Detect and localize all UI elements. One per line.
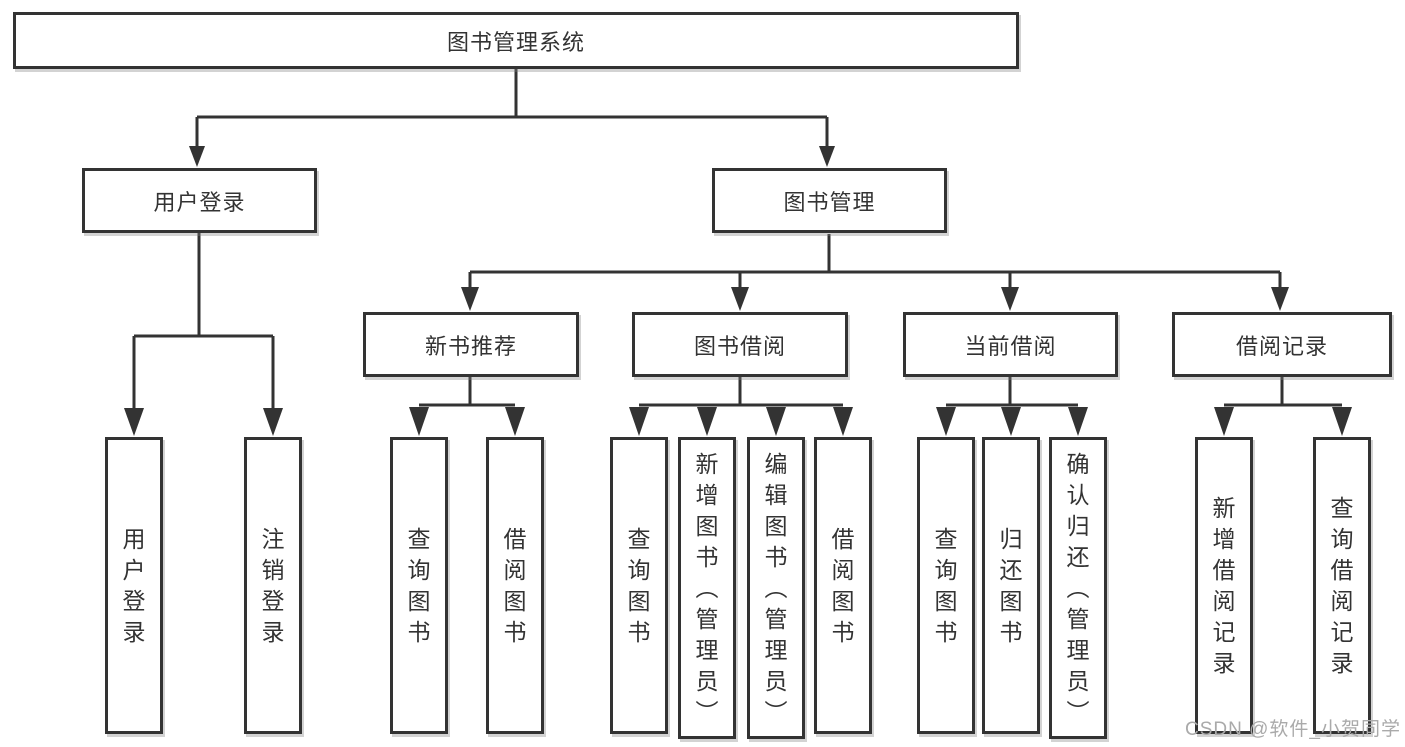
leaf-edit-books-admin: 编 辑 图 书 ︵ 管 理 员 ︶ xyxy=(747,437,805,739)
node-new-book-recommend: 新书推荐 xyxy=(363,312,579,377)
node-user-login: 用户登录 xyxy=(82,168,317,233)
node-book-management: 图书管理 xyxy=(712,168,947,233)
leaf-borrowing-query-books-label: 查 询 图 书 xyxy=(627,525,651,645)
leaf-user-login-label: 用 户 登 录 xyxy=(122,525,146,645)
leaf-edit-books-admin-label: 编 辑 图 书 ︵ 管 理 员 ︶ xyxy=(764,450,788,725)
leaf-recommend-borrow-books-label: 借 阅 图 书 xyxy=(503,525,527,645)
leaf-current-query-books: 查 询 图 书 xyxy=(917,437,975,734)
leaf-return-books-label: 归 还 图 书 xyxy=(999,525,1023,645)
leaf-confirm-return-admin-label: 确 认 归 还 ︵ 管 理 员 ︶ xyxy=(1066,450,1090,725)
connector-current-borrowing-to-leaves xyxy=(936,377,1088,436)
leaf-query-borrow-record: 查 询 借 阅 记 录 xyxy=(1313,437,1371,734)
leaf-borrowing-borrow-books-label: 借 阅 图 书 xyxy=(831,525,855,645)
leaf-recommend-query-books-label: 查 询 图 书 xyxy=(407,525,431,645)
connector-book-borrowing-to-leaves xyxy=(629,377,853,436)
leaf-query-borrow-record-label: 查 询 借 阅 记 录 xyxy=(1330,494,1354,676)
leaf-add-books-admin: 新 增 图 书 ︵ 管 理 员 ︶ xyxy=(678,437,736,739)
leaf-logout: 注 销 登 录 xyxy=(244,437,302,734)
leaf-recommend-query-books: 查 询 图 书 xyxy=(390,437,448,734)
node-library-management-system: 图书管理系统 xyxy=(13,12,1019,69)
leaf-user-login: 用 户 登 录 xyxy=(105,437,163,734)
connector-new-book-recommend-to-leaves xyxy=(409,377,525,436)
leaf-borrowing-borrow-books: 借 阅 图 书 xyxy=(814,437,872,734)
node-book-borrowing: 图书借阅 xyxy=(632,312,848,377)
leaf-return-books: 归 还 图 书 xyxy=(982,437,1040,734)
node-current-borrowing: 当前借阅 xyxy=(903,312,1118,377)
leaf-add-borrow-record-label: 新 增 借 阅 记 录 xyxy=(1212,494,1236,676)
connector-borrowing-records-to-leaves xyxy=(1214,377,1352,436)
connector-user-login-to-leaves xyxy=(124,233,283,436)
leaf-recommend-borrow-books: 借 阅 图 书 xyxy=(486,437,544,734)
leaf-current-query-books-label: 查 询 图 书 xyxy=(934,525,958,645)
connector-root-to-level2 xyxy=(189,69,835,167)
connector-book-management-to-level3 xyxy=(461,234,1289,311)
leaf-add-books-admin-label: 新 增 图 书 ︵ 管 理 员 ︶ xyxy=(695,450,719,725)
leaf-add-borrow-record: 新 增 借 阅 记 录 xyxy=(1195,437,1253,734)
node-borrowing-records: 借阅记录 xyxy=(1172,312,1392,377)
leaf-borrowing-query-books: 查 询 图 书 xyxy=(610,437,668,734)
csdn-watermark: CSDN @软件_小贺同学 xyxy=(1185,719,1401,740)
leaf-logout-label: 注 销 登 录 xyxy=(261,525,285,645)
leaf-confirm-return-admin: 确 认 归 还 ︵ 管 理 员 ︶ xyxy=(1049,437,1107,739)
